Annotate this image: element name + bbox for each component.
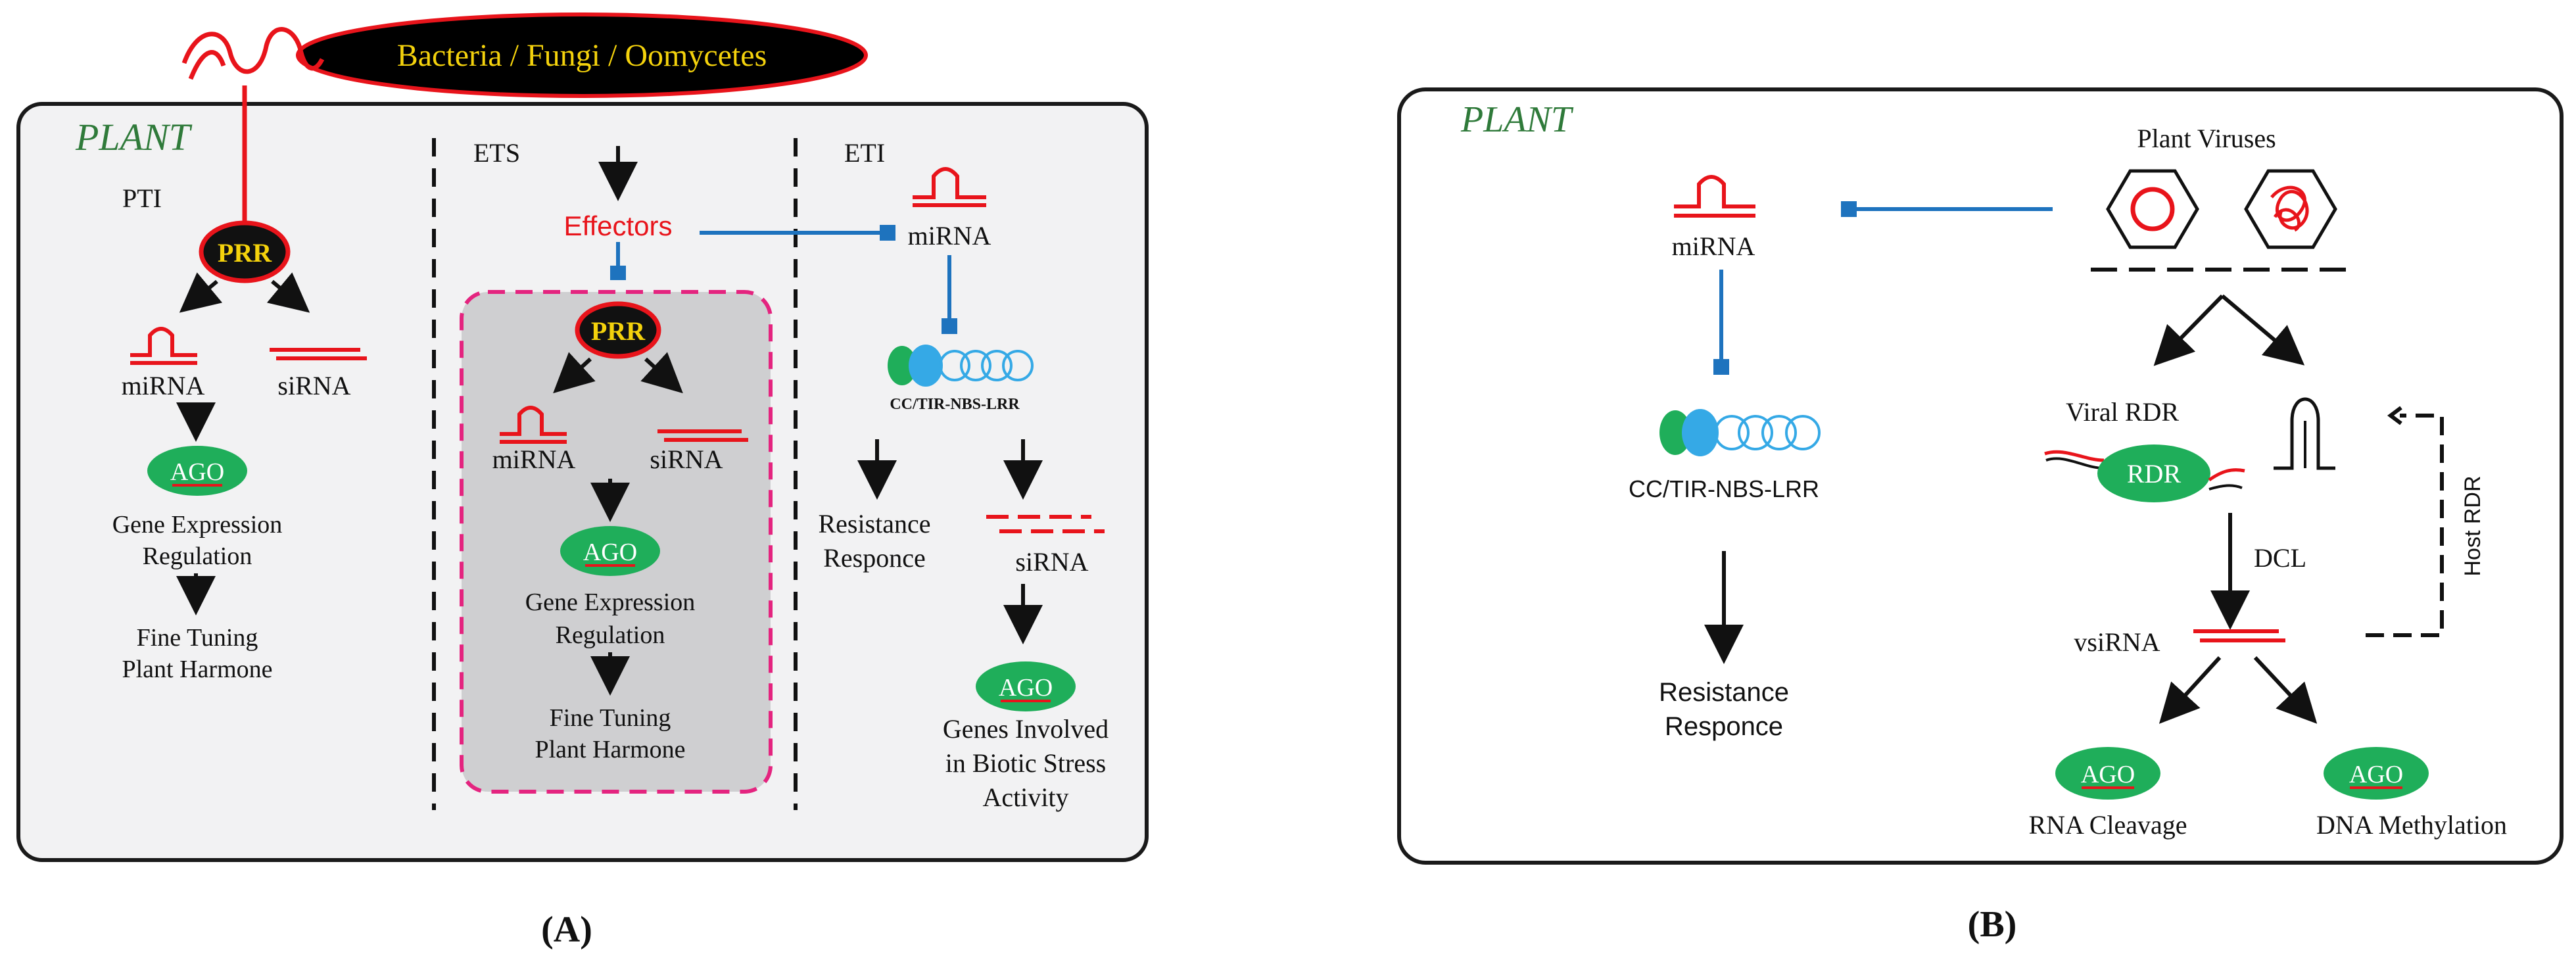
rna-cleavage-label: RNA Cleavage — [2028, 810, 2187, 840]
plant-hormone-1: Plant Harmone — [122, 656, 272, 683]
host-rdr-arrowhead — [2387, 406, 2402, 425]
sirna-label-eti: siRNA — [1015, 547, 1088, 577]
mirna-inhibit-cap-b — [1713, 359, 1729, 375]
panel-a: Bacteria / Fungi / Oomycetes PLANT PTI P… — [16, 12, 1149, 950]
activity-label: Activity — [982, 782, 1068, 812]
mirna-glyph-eti — [913, 167, 986, 207]
arrow-virus-hairpin — [2221, 294, 2305, 366]
virus-genome-tangle — [2270, 185, 2309, 232]
ago-node-ets — [560, 526, 660, 576]
mirna-glyph-ets — [500, 406, 567, 444]
arrow-prr-sirna-ets — [640, 352, 683, 394]
mirna-inhibit-cap-eti — [942, 318, 957, 334]
arrow-prr-sirna — [266, 272, 310, 313]
panel-b-frame — [1397, 87, 2564, 865]
in-biotic-label: in Biotic Stress — [945, 748, 1106, 778]
arrow-virus-viralrdr — [2153, 294, 2224, 366]
nlr-protein-b — [1659, 409, 1821, 456]
fine-tuning-2: Fine Tuning — [550, 704, 671, 732]
ago-label-b-left: AGO — [2081, 761, 2135, 788]
regulation-1: Regulation — [143, 542, 252, 570]
rdr-rna-right — [2208, 468, 2245, 482]
virus-inhibit-cap — [1841, 201, 1857, 217]
nlr-protein-small — [888, 345, 1034, 387]
pathogen-label: Bacteria / Fungi / Oomycetes — [397, 38, 767, 73]
vsirna-label: vsiRNA — [2074, 627, 2160, 657]
regulation-2: Regulation — [556, 621, 665, 649]
mirna-label-pti: miRNA — [122, 371, 205, 400]
rdr-node — [2097, 444, 2210, 502]
caption-a: (A) — [541, 909, 592, 950]
sirna-label-pti: siRNA — [277, 371, 350, 400]
prr-node-pti — [199, 220, 291, 283]
rdr-rna-left — [2044, 450, 2105, 462]
gene-expression-1: Gene Expression — [112, 511, 283, 539]
prr-label-pti: PRR — [218, 238, 272, 268]
fine-tuning-1: Fine Tuning — [137, 624, 258, 652]
mirna-label-ets: miRNA — [492, 444, 576, 474]
rdr-rna-left-2 — [2045, 457, 2105, 469]
arrow-prr-mirna-ets — [553, 352, 596, 394]
prr-node-ets — [575, 301, 661, 359]
sirna-label-ets: siRNA — [650, 444, 723, 474]
panel-b: PLANT Plant Viruses miRNA — [1397, 87, 2564, 945]
mirna-glyph-pti — [130, 327, 197, 365]
resistance-label-b: Resistance — [1659, 678, 1789, 707]
mirna-label-b: miRNA — [1672, 231, 1755, 261]
host-rdr-label: Host RDR — [2460, 475, 2485, 576]
cc-tir-label-small: CC/TIR-NBS-LRR — [890, 396, 1020, 413]
dcl-label: DCL — [2254, 543, 2306, 573]
eti-label: ETI — [844, 138, 885, 168]
resistance-label-a: Resistance — [818, 509, 930, 539]
sirna-glyph-ets — [657, 429, 748, 442]
ago-label-b-right: AGO — [2349, 761, 2403, 788]
receptor-coil — [181, 27, 325, 225]
ago-node-pti — [147, 446, 247, 496]
rdr-label: RDR — [2127, 459, 2182, 489]
responce-label-b: Responce — [1665, 712, 1783, 741]
caption-b: (B) — [1968, 904, 2017, 945]
effectors-label: Effectors — [564, 210, 673, 241]
ago-label-ets: AGO — [583, 539, 637, 566]
ets-label: ETS — [473, 138, 520, 168]
prr-label-ets: PRR — [591, 316, 646, 346]
viral-rdr-label: Viral RDR — [2066, 397, 2179, 427]
plant-hormone-2: Plant Harmone — [535, 736, 685, 763]
arrow-vsirna-ago-right — [2253, 656, 2318, 724]
virus-genome-ring — [2130, 187, 2175, 231]
hairpin-rna — [2274, 397, 2335, 470]
virus-hexagon-left — [2106, 169, 2199, 249]
pathogen-ellipse — [296, 12, 868, 98]
mirna-label-eti: miRNA — [908, 221, 991, 251]
gene-expression-2: Gene Expression — [525, 588, 696, 616]
vsirna-glyph — [2193, 629, 2285, 642]
arrow-prr-mirna — [179, 272, 223, 313]
plant-label-b: PLANT — [1460, 99, 1574, 140]
genes-involved-label: Genes Involved — [943, 714, 1109, 744]
cc-tir-label-b: CC/TIR-NBS-LRR — [1629, 475, 1819, 502]
rdr-rna-right-2 — [2208, 484, 2243, 491]
mirna-glyph-b — [1674, 175, 1755, 218]
ago-label-pti: AGO — [170, 458, 224, 486]
ago-node-eti — [976, 661, 1076, 711]
effector-inhibit-cap — [610, 266, 626, 280]
plant-label-a: PLANT — [75, 116, 193, 158]
responce-label-a: Responce — [823, 543, 926, 573]
sirna-glyph-eti — [986, 515, 1105, 533]
arrow-vsirna-ago-left — [2159, 656, 2222, 724]
plant-viruses-label: Plant Viruses — [2137, 124, 2276, 153]
host-rdr-feedback — [2366, 414, 2444, 637]
dna-methylation-label: DNA Methylation — [2316, 810, 2507, 840]
sirna-glyph-pti — [270, 348, 367, 360]
ago-label-eti: AGO — [999, 674, 1053, 702]
pti-label: PTI — [122, 183, 162, 213]
effector-to-eti-cap — [880, 225, 895, 241]
